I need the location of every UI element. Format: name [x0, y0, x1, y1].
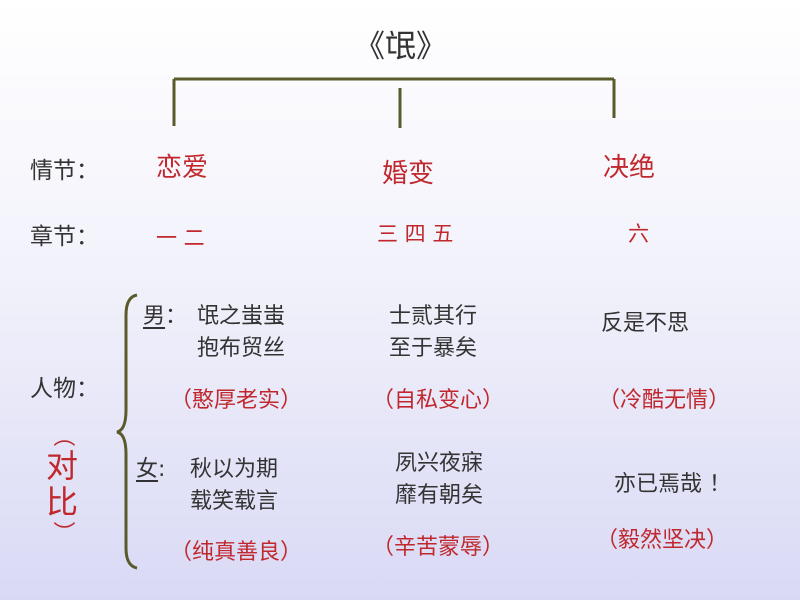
plot-change: 婚变 — [382, 159, 435, 189]
female-label: 女: — [136, 457, 165, 482]
contrast-open: （ — [50, 424, 75, 447]
female-trait-3: （毅然坚决） — [596, 528, 729, 553]
chapter-group-3: 六 — [628, 222, 649, 246]
female-quote-2-line-1: 夙兴夜寐 — [395, 451, 484, 476]
female-label-sep: : — [158, 457, 166, 482]
diagram-title: 《氓》 — [354, 29, 447, 65]
female-trait-2: （辛苦蒙辱） — [372, 535, 505, 560]
row-label-plot: 情节： — [30, 158, 99, 184]
contrast-label: （ 对 比 ） — [42, 424, 82, 544]
male-label-char: 男 — [143, 304, 166, 329]
female-label-char: 女 — [136, 457, 159, 482]
female-quote-1-line-2: 载笑载言 — [190, 489, 279, 514]
female-trait-1: （纯真善良） — [170, 540, 303, 565]
male-trait-1: （憨厚老实） — [170, 388, 303, 413]
female-quote-3-line-1: 亦已焉哉 ！ — [614, 472, 731, 497]
contrast-char-1: 对 — [45, 447, 78, 485]
male-label: 男： — [143, 304, 187, 329]
plot-break: 决绝 — [603, 153, 656, 183]
male-quote-2-line-2: 至于暴矣 — [389, 336, 478, 361]
male-label-sep: ： — [165, 304, 188, 329]
chapter-group-2: 三 四 五 — [377, 222, 454, 246]
female-quote-2-line-2: 靡有朝矣 — [395, 483, 484, 508]
contrast-char-2: 比 — [45, 483, 78, 521]
female-quote-1-line-1: 秋以为期 — [190, 457, 279, 482]
row-label-chapter: 章节： — [30, 224, 99, 250]
row-label-characters: 人物： — [30, 376, 99, 402]
male-quote-3-line-1: 反是不思 — [601, 311, 690, 336]
male-trait-2: （自私变心） — [372, 388, 505, 413]
character-brace — [116, 293, 138, 570]
plot-love: 恋爱 — [156, 153, 209, 183]
contrast-close: ） — [50, 520, 75, 543]
male-quote-1-line-2: 抱布贸丝 — [197, 336, 286, 361]
male-quote-2-line-1: 士贰其行 — [389, 304, 478, 329]
chapter-group-1: 一 二 — [156, 226, 205, 250]
male-quote-1-line-1: 氓之蚩蚩 — [197, 304, 286, 329]
male-trait-3: （冷酷无情） — [598, 388, 731, 413]
